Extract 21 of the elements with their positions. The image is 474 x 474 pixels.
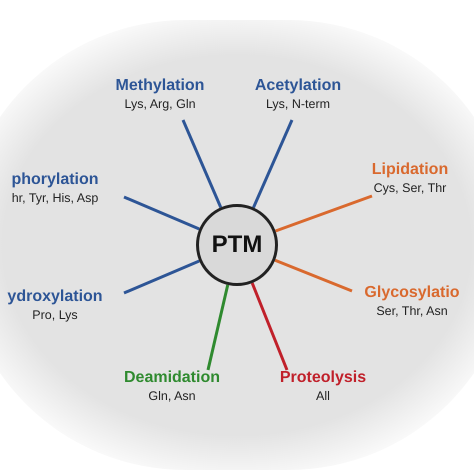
residue-list: Ser, Thr, Asn	[376, 303, 448, 320]
modification-name: Deamidation	[124, 368, 220, 388]
residue-list: hr, Tyr, His, Asp	[12, 190, 98, 207]
residue-list: Pro, Lys	[32, 307, 78, 324]
connector-line	[206, 284, 230, 370]
residue-list: Gln, Asn	[148, 388, 196, 405]
residue-list: Lys, N-term	[266, 96, 330, 113]
connector-line	[123, 196, 200, 230]
modification-name: Methylation	[116, 76, 204, 96]
connector-line	[123, 260, 200, 294]
center-label: PTM	[212, 230, 262, 260]
connector-line	[274, 258, 353, 292]
modification-name: Glycosylatio	[364, 283, 460, 303]
modification-name: Proteolysis	[280, 368, 366, 388]
residue-list: Lys, Arg, Gln	[124, 96, 196, 113]
residue-list: All	[316, 388, 330, 405]
residue-list: Cys, Ser, Thr	[374, 180, 446, 197]
modification-name: phorylation	[11, 170, 99, 190]
modification-name: ydroxylation	[7, 287, 103, 307]
modification-name: Acetylation	[254, 76, 342, 96]
modification-name: Lipidation	[372, 160, 448, 180]
